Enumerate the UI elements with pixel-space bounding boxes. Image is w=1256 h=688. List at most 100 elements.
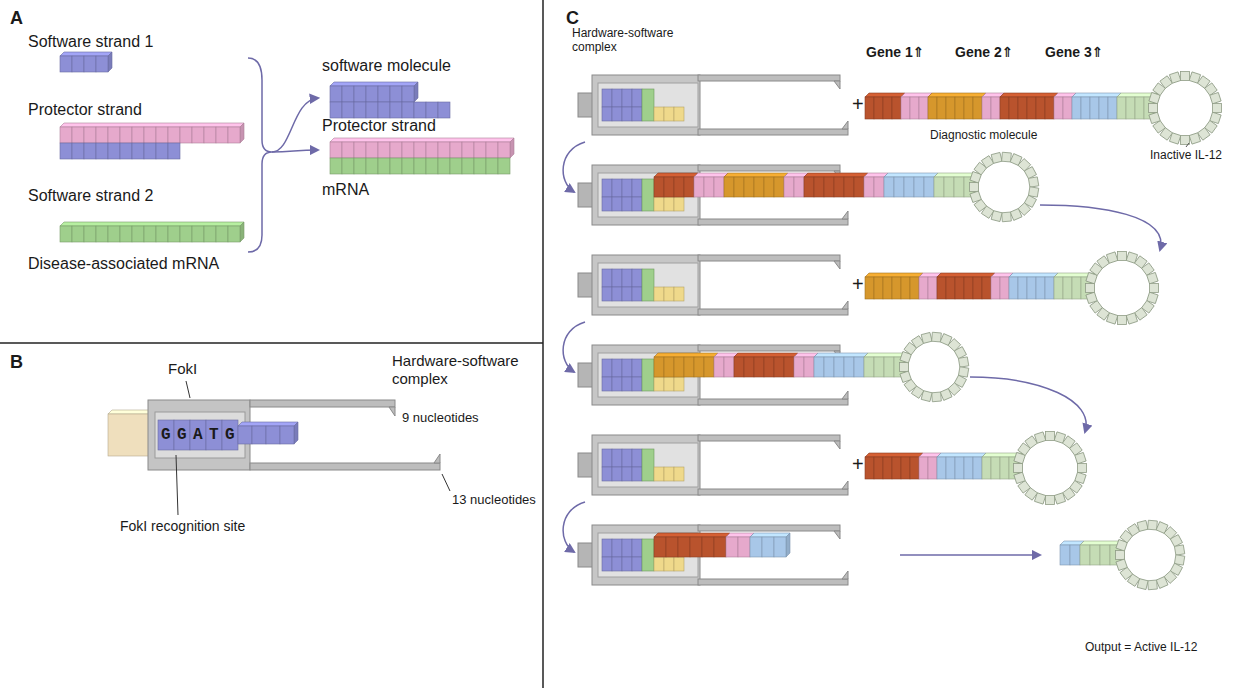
strand-cell [844,177,854,197]
loop-bead [1034,432,1045,443]
strand-cell [450,142,462,158]
complex-window [598,353,698,397]
arm-tip [834,261,840,269]
strand-cell [991,457,1000,479]
spacer [642,359,654,391]
strand-cell [426,158,438,174]
strand-cell [612,287,622,301]
complex-window [598,533,698,577]
arm-tip [834,81,840,89]
loop-bead [1002,152,1012,162]
panel-c-art [563,72,1221,590]
strand [602,449,642,467]
strand-cell [622,269,632,287]
strand-top-face [654,533,730,537]
strand-cell [632,557,642,571]
strand-cell [132,226,144,242]
strand-cell [366,102,378,118]
strand-cell [120,127,132,143]
strand [884,173,938,197]
strand-top-face [814,353,868,357]
strand [60,143,180,159]
arm-tip [842,481,848,489]
text-label: 13 nucleotides [452,492,536,508]
loop-bead [970,191,981,202]
strand-cell [622,377,632,391]
text-label: Software strand 1 [28,32,153,51]
strand-cell [955,457,964,479]
strand-cell [892,457,901,479]
strand-cell [96,226,108,242]
strand-cell [734,357,744,377]
strand [814,353,868,377]
arm-tip [842,121,848,129]
strand-top-face [330,82,418,86]
strand-cell [982,457,991,479]
strand-top-face [884,173,938,177]
leader-line [176,455,178,515]
strand-cell [486,158,498,174]
text-label: Software strand 2 [28,186,153,205]
strand-cell [622,557,632,571]
strand-cell [438,142,450,158]
strand-cell [674,197,684,211]
strand-cell [874,177,884,197]
loop-bead [1010,209,1022,221]
strand-cell [934,177,944,197]
label-box: Protector strand [28,100,142,119]
strand-cell [754,177,764,197]
strand-cell [156,127,168,143]
strand-cell [330,142,342,158]
il12-loop [1014,432,1087,505]
text-label: GGATG [161,425,241,445]
strand [654,467,684,481]
strand-cell [632,107,642,121]
strand-cell [883,277,892,299]
strand-cell [919,277,928,299]
strand-top-face [60,222,244,226]
strand-cell [486,142,498,158]
strand-cell [280,426,294,444]
strand-cell [904,177,914,197]
hardware-software-complex [578,255,848,315]
strand-cell [84,143,96,159]
strand-cell [632,449,642,467]
strand-cell [874,277,883,299]
strand-cell [602,377,612,391]
figure-panel: B [0,344,543,688]
panel-letter: B [10,352,23,374]
strand-cell [632,539,642,557]
loop-bead [1116,551,1125,560]
strand-cell [108,127,120,143]
strand-cell [602,179,612,197]
reaction-arrow [272,98,318,152]
strand-cell [1090,545,1100,565]
strand-top-face [724,173,788,177]
step-arrow [563,502,585,552]
strand-cell [378,142,390,158]
strand-cell [894,177,904,197]
loop-bead [1149,104,1158,113]
strand [750,533,790,557]
text-label: + [852,452,864,476]
strand-cell [1099,97,1108,119]
il12-loop [1116,520,1185,590]
strand-cell [342,86,354,102]
strand-cell [892,277,901,299]
panel-a-art [60,52,514,252]
lower-arm [698,129,848,135]
strand-top-face [108,410,154,414]
strand-cell [664,557,674,571]
strand-top-face [937,273,995,277]
text-label: Gene 1⇑ [866,44,924,61]
strand-cell [955,97,964,119]
strand-cell [330,158,342,174]
strand-cell [864,357,874,377]
loop-bead [940,389,952,401]
strand-cell [402,86,414,102]
strand-cell [654,177,664,197]
strand [602,359,642,377]
strand-cell [854,177,864,197]
strand-cell [474,142,486,158]
